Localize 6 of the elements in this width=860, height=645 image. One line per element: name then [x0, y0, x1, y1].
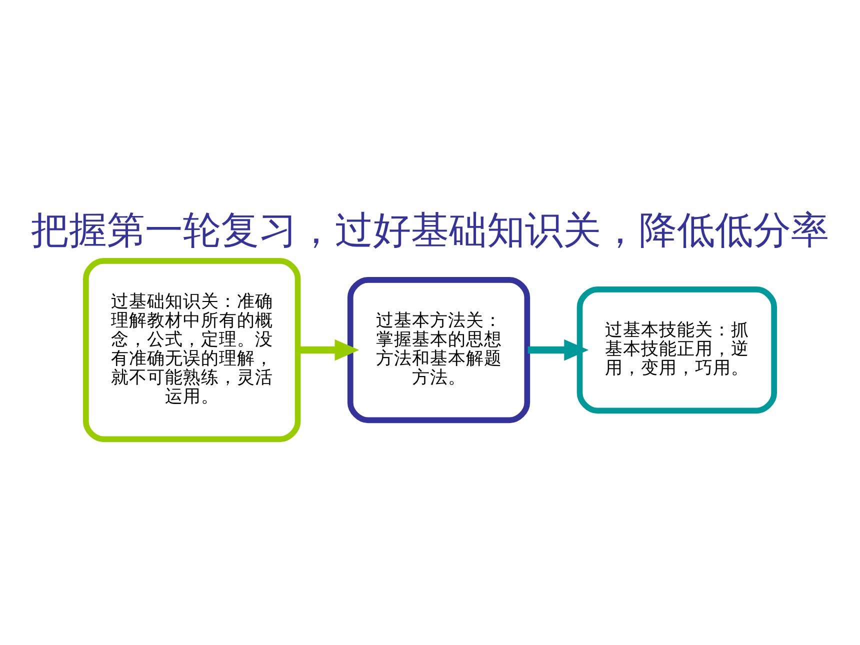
node-box: 过基本技能关：抓基本技能正用，逆用，变用，巧用。 [576, 286, 777, 414]
diagram-title: 把握第一轮复习，过好基础知识关，降低低分率 [31, 208, 829, 252]
arrow [298, 338, 360, 360]
node-box: 过基本方法关：掌握基本的思想方法和基本解题方法。 [347, 276, 530, 423]
arrow [528, 338, 589, 360]
node-box: 过基础知识关：准确理解教材中所有的概念，公式，定理。没有准确无误的理解，就不可能熟练，灵活运用。 [83, 257, 301, 442]
